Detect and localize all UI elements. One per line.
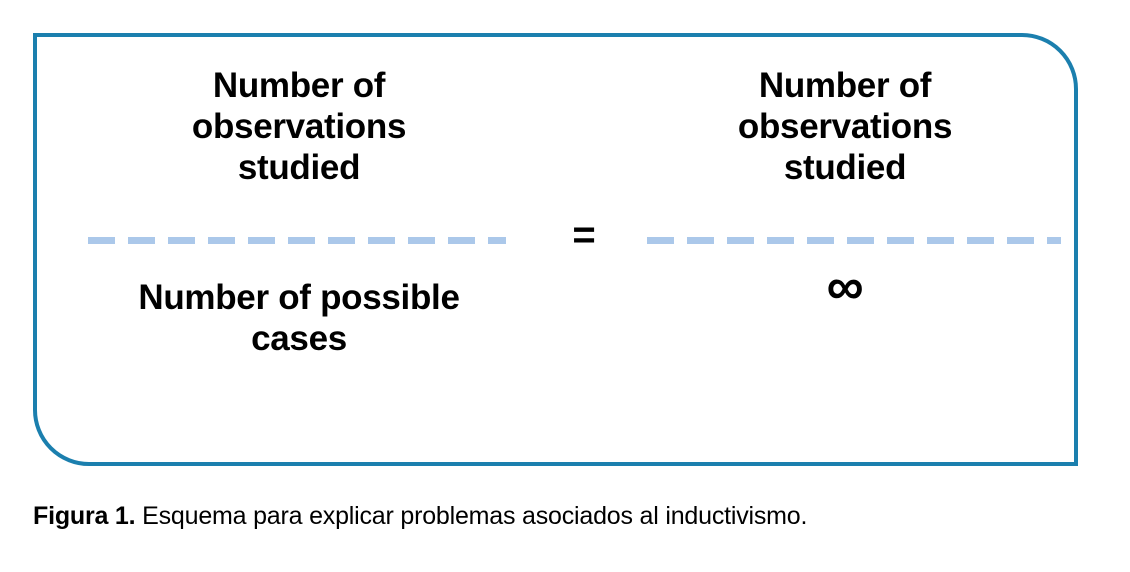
left-fraction: Number of observations studied Number of… [55, 65, 543, 405]
figure-caption-text: Esquema para explicar problemas asociado… [135, 502, 808, 530]
figure-caption-label: Figura 1. [33, 502, 136, 530]
right-fraction-numerator: Number of observations studied [737, 66, 953, 187]
left-fraction-bar [88, 237, 506, 244]
right-fraction-denominator: ∞ [826, 258, 864, 316]
right-fraction-bar [647, 237, 1061, 244]
diagram-panel: Number of observations studied Number of… [33, 33, 1078, 466]
figure-caption: Figura 1. Esquema para explicar problema… [33, 500, 1093, 532]
right-fraction: Number of observations studied ∞ [625, 65, 1065, 405]
equals-sign: = [572, 213, 596, 257]
left-fraction-denominator: Number of possible cases [138, 278, 460, 358]
left-fraction-numerator: Number of observations studied [191, 66, 407, 187]
equation: Number of observations studied Number of… [37, 37, 1082, 470]
